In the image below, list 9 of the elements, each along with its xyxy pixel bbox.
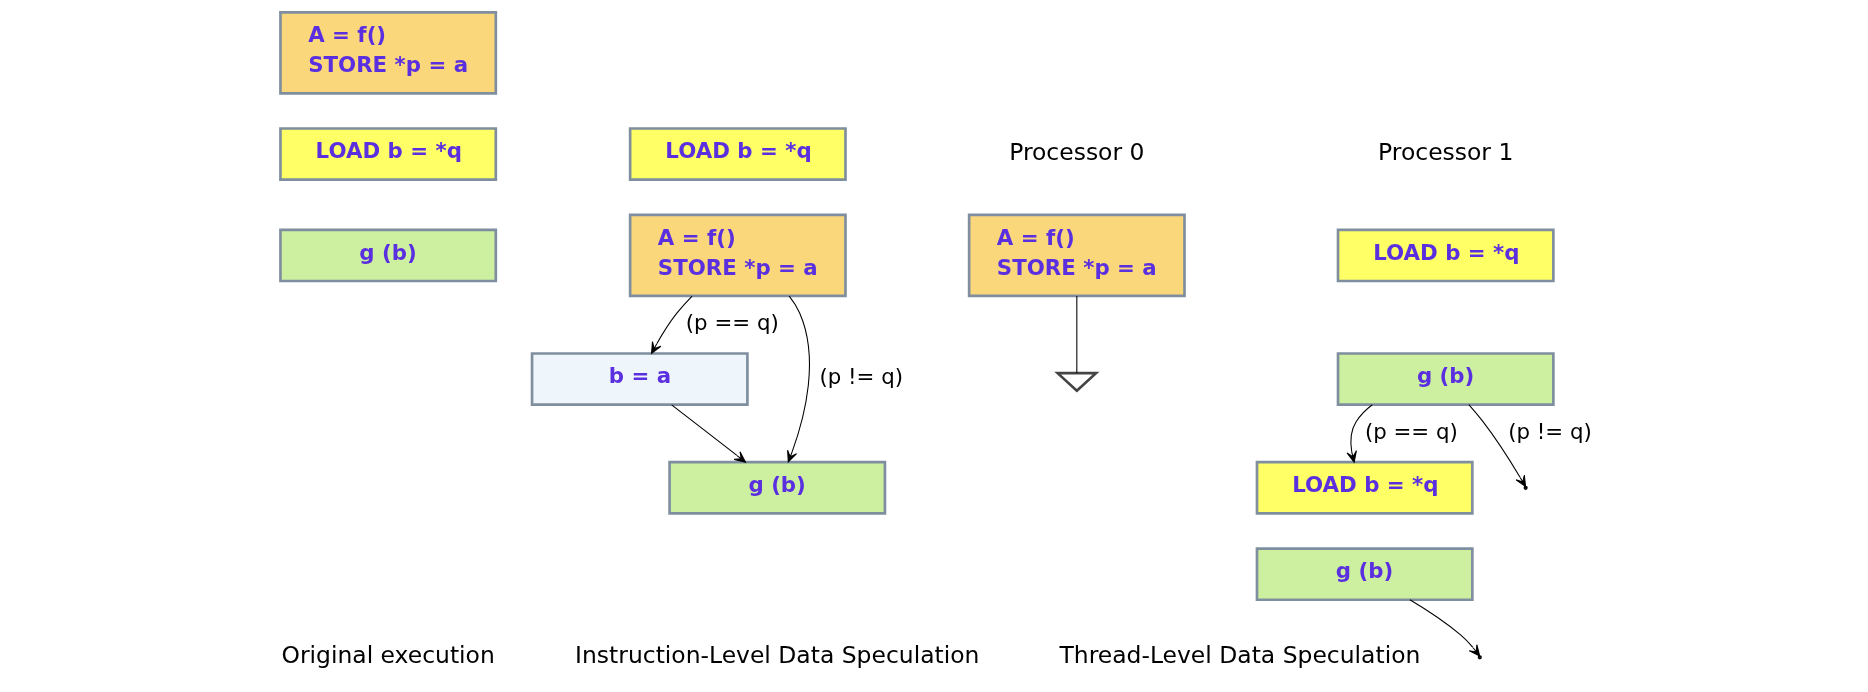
label: Original execution [280,641,495,670]
edge-label: (p == q) [1364,418,1458,444]
edge-label: (p == q) [685,310,779,336]
edge-label: (p != q) [1507,418,1592,444]
label: Processor 1 [1377,138,1513,167]
edge-label: (p != q) [818,364,903,390]
label: Thread-Level Data Speculation [1059,641,1420,670]
label: Processor 0 [1008,138,1144,167]
label: Instruction-Level Data Speculation [574,641,979,670]
